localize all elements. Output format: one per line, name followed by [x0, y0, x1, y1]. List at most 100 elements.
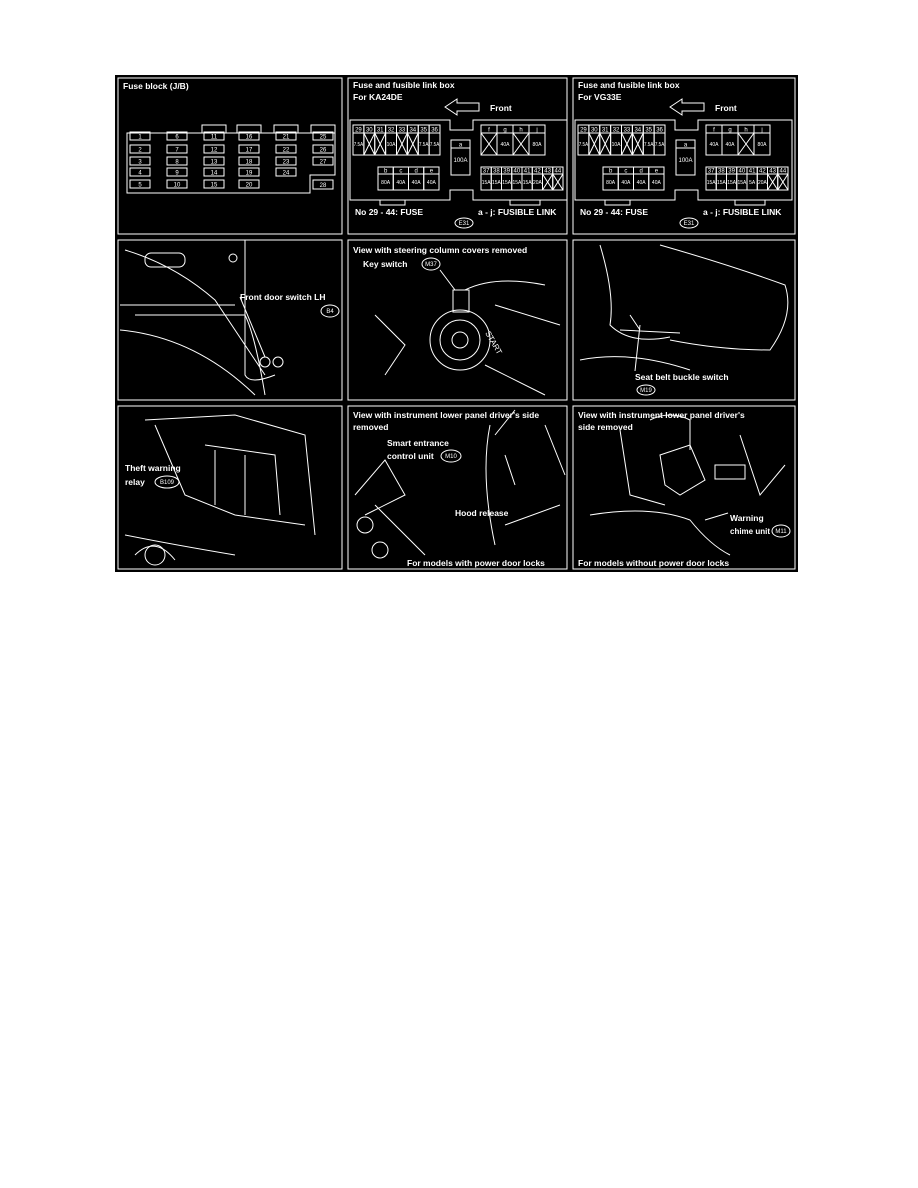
- fuse-number: 26: [320, 148, 327, 154]
- panel-footer: For models with power door locks: [407, 558, 545, 568]
- fuse-cell: [653, 124, 666, 156]
- fuse-slot: [166, 167, 188, 177]
- fuse-number: 22: [283, 148, 290, 154]
- fuse-number: 5: [138, 183, 142, 189]
- fuse-number: 41: [524, 169, 531, 175]
- panel-fuse-box-vg33e: Fuse and fusible link box For VG33E Fron…: [574, 80, 793, 229]
- fuse-rating: 7.5A: [655, 142, 665, 148]
- fuse-number: 40: [514, 169, 521, 175]
- fuse-legend: No 29 - 44: FUSE: [355, 207, 423, 217]
- fuse-number: e: [430, 169, 434, 175]
- panel-seat-belt: Seat belt buckle switch M19: [579, 244, 789, 396]
- fuse-number: 37: [708, 169, 715, 175]
- fuse-number: e: [655, 169, 659, 175]
- panel-chime: View with instrument lower panel driver'…: [578, 410, 791, 568]
- fuse-number: 11: [211, 135, 218, 141]
- fuse-rating: 40A: [652, 180, 662, 186]
- fuse-rating: 40A: [726, 142, 736, 148]
- fuse-number: 38: [493, 169, 500, 175]
- connector-id: M19: [640, 388, 652, 394]
- fuse-number: 16: [246, 135, 253, 141]
- panel-title-line2: side removed: [578, 422, 633, 432]
- fuse-number: 33: [624, 128, 631, 134]
- empty-slot-icon: [374, 132, 387, 156]
- fuse-number: 29: [355, 128, 362, 134]
- fuse-rating: 15A: [502, 180, 511, 186]
- fuse-number: 40: [739, 169, 746, 175]
- component-label-line2: control unit: [387, 451, 434, 461]
- fuse-number: h: [519, 128, 522, 134]
- fuse-slot: [238, 179, 260, 189]
- panel-title: View with steering column covers removed: [353, 245, 527, 255]
- empty-slot-icon: [737, 132, 755, 156]
- fuse-number: g: [728, 128, 731, 134]
- fuse-number: 35: [420, 128, 427, 134]
- panel-fuse-block: Fuse block (J/B) 12345678910111213141516…: [123, 81, 336, 194]
- connector-badge: [679, 217, 699, 229]
- ignition-engraving: START: [483, 330, 504, 357]
- fuse-number: 32: [613, 128, 620, 134]
- fuse-number: 41: [749, 169, 756, 175]
- fuse-slot: [203, 156, 225, 166]
- fuse-slot: [166, 144, 188, 154]
- fuse-slot: [238, 167, 260, 177]
- fuse-number: 43: [769, 169, 776, 175]
- fuse-number: 36: [431, 128, 438, 134]
- fuse-rating: 7.5A: [430, 142, 440, 148]
- fuse-cell: [648, 166, 665, 191]
- fuse-number: 25: [320, 135, 327, 141]
- fuse-number: 39: [503, 169, 510, 175]
- connector-id: M37: [425, 262, 437, 268]
- connector-id: B4: [326, 309, 334, 315]
- fuse-slot: [203, 144, 225, 154]
- fuse-number: 4: [138, 171, 142, 177]
- fusible-link-legend: a - j: FUSIBLE LINK: [478, 207, 557, 217]
- fuse-number: 44: [780, 169, 787, 175]
- connector-id: E31: [684, 221, 695, 227]
- fuse-number: c: [624, 169, 627, 175]
- panel-fuse-box-ka24de: Fuse and fusible link box For KA24DE Fro…: [349, 80, 568, 229]
- component-label-line1: Theft warning: [125, 463, 181, 473]
- fusible-link-legend: a - j: FUSIBLE LINK: [703, 207, 782, 217]
- fuse-number: 36: [656, 128, 663, 134]
- component-label: Key switch: [363, 259, 407, 269]
- fuse-rating: 40A: [427, 180, 437, 186]
- empty-slot-icon: [621, 132, 633, 156]
- fuse-rating: 10A: [387, 142, 397, 148]
- fuse-number: 1: [138, 135, 142, 141]
- empty-slot-icon: [552, 173, 564, 191]
- fuse-slot: [275, 167, 297, 177]
- component-label: Front door switch LH: [240, 292, 325, 302]
- component-label-line1: Warning: [730, 513, 764, 523]
- fuse-slot: [129, 144, 151, 154]
- fuse-number: d: [639, 169, 642, 175]
- fuse-rating: 40A: [501, 142, 511, 148]
- fuse-cell: [753, 124, 771, 156]
- fuse-rating: 40A: [412, 180, 422, 186]
- fuse-number: 13: [211, 160, 218, 166]
- fuse-number: 9: [175, 171, 179, 177]
- fuse-slot: [312, 131, 334, 141]
- fuse-slot: [129, 156, 151, 166]
- fuse-slot: [203, 167, 225, 177]
- fuse-number: 10: [174, 183, 181, 189]
- fuse-number: f: [488, 128, 490, 134]
- fuse-number: 29: [580, 128, 587, 134]
- fuse-rating: 20A: [758, 180, 767, 186]
- fuse-rating: 80A: [533, 142, 543, 148]
- empty-slot-icon: [512, 132, 530, 156]
- hood-release-label: Hood release: [455, 508, 509, 518]
- fuse-slot: [275, 156, 297, 166]
- fuse-number: 14: [211, 171, 218, 177]
- front-label: Front: [490, 103, 512, 113]
- connector-id: M11: [775, 529, 787, 535]
- fuse-rating: 80A: [758, 142, 768, 148]
- fuse-number: a: [459, 143, 463, 149]
- front-label: Front: [715, 103, 737, 113]
- fuse-number: 20: [246, 183, 253, 189]
- panel-title-line1: Fuse and fusible link box: [353, 80, 455, 90]
- fuse-rating: 7.5A: [354, 142, 364, 148]
- fuse-rating: 40A: [396, 180, 406, 186]
- empty-slot-icon: [631, 132, 644, 156]
